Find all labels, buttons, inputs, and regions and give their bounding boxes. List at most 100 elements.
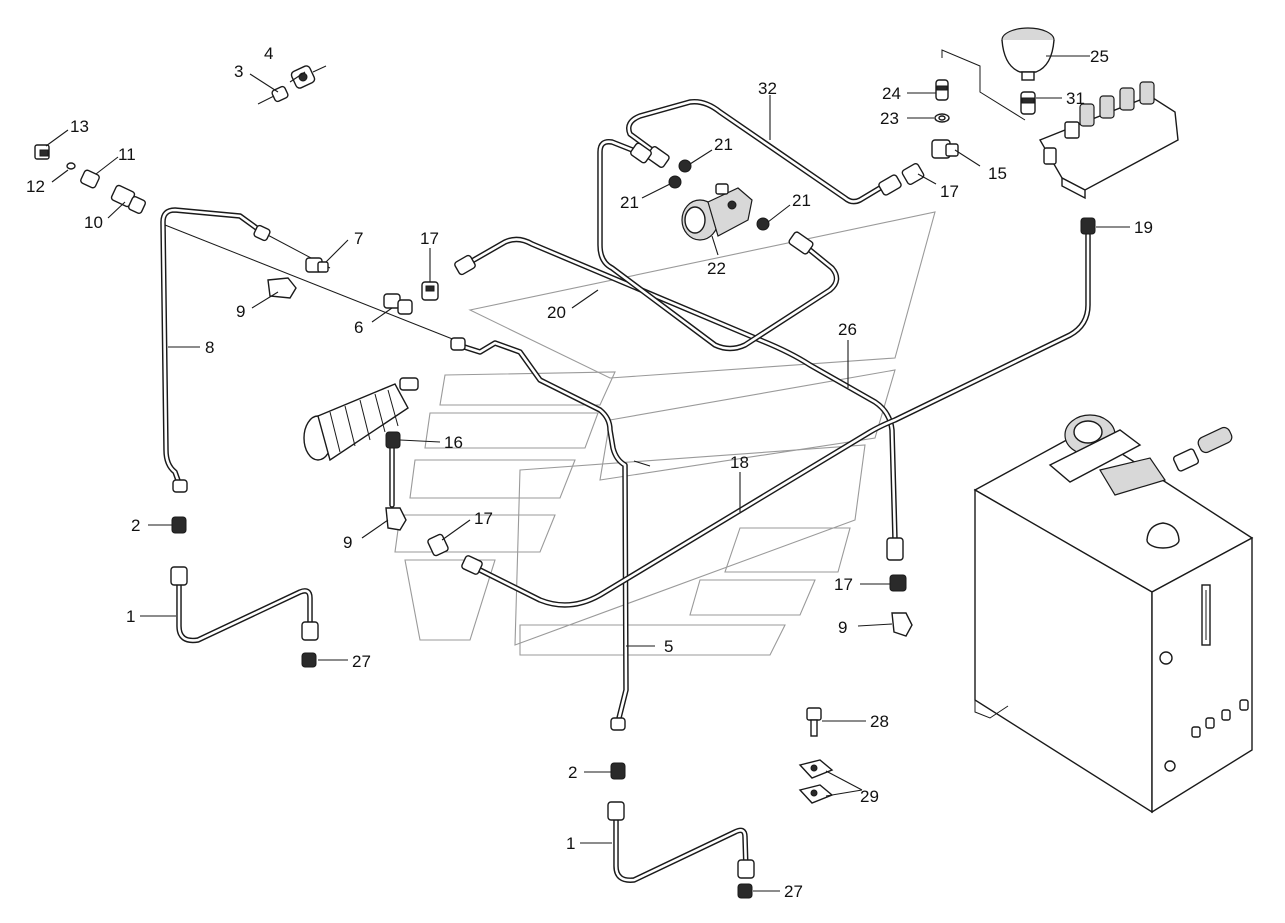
part-25-accumulator xyxy=(1001,27,1055,81)
line-5-marker xyxy=(633,460,651,467)
leader-15 xyxy=(954,149,981,167)
callout-21-b: 21 xyxy=(620,193,639,212)
line-5-nut-bottom xyxy=(610,717,626,731)
line-8-nut-top xyxy=(253,224,271,242)
callout-25: 25 xyxy=(1090,47,1109,66)
callout-1-left: 1 xyxy=(126,607,135,626)
part-29-clamp-bottom xyxy=(798,784,834,804)
part-22-valve xyxy=(681,183,753,241)
leader-17-mid xyxy=(441,519,471,541)
hose-1-left-bottom-end xyxy=(301,621,319,641)
leader-21-b xyxy=(641,183,671,199)
leader-20 xyxy=(571,289,599,309)
line-8-nut-bottom xyxy=(172,479,188,493)
part-12-seal-ring xyxy=(66,162,76,170)
leader-line-24-25 xyxy=(941,49,1026,121)
part-16-fitting xyxy=(385,431,401,449)
callout-5: 5 xyxy=(664,637,673,656)
filter-spring-element xyxy=(303,377,419,462)
hose-18-end-left xyxy=(461,555,483,575)
leader-22 xyxy=(711,235,719,256)
callout-labels: 1 1 2 2 3 4 5 6 7 8 9 9 9 10 11 12 13 15… xyxy=(26,44,1153,901)
part-10-fitting xyxy=(110,184,147,215)
hose-18 xyxy=(467,232,1091,608)
part-3-nut xyxy=(257,85,289,105)
valve-block xyxy=(1038,81,1179,200)
callout-7: 7 xyxy=(354,229,363,248)
hose-1-center xyxy=(613,807,749,883)
callout-32: 32 xyxy=(758,79,777,98)
part-4-union-nut xyxy=(290,65,327,89)
part-21-seal-b xyxy=(668,175,682,189)
part-19-fitting xyxy=(1080,217,1096,235)
leader-11 xyxy=(95,156,119,175)
callout-21-c: 21 xyxy=(792,191,811,210)
part-2-union-left xyxy=(171,516,187,534)
callout-16: 16 xyxy=(444,433,463,452)
part-17-fitting-right xyxy=(889,574,907,592)
line-8 xyxy=(160,207,265,489)
leader-6 xyxy=(371,307,393,323)
leader-9-top xyxy=(251,291,279,309)
callout-4: 4 xyxy=(264,44,273,63)
leader-10 xyxy=(107,201,126,219)
line-5 xyxy=(455,340,629,725)
leader-7 xyxy=(325,239,349,263)
part-17-fitting-upper-right xyxy=(901,162,925,186)
callout-8: 8 xyxy=(205,338,214,357)
hose-1-left xyxy=(176,572,313,644)
callout-9-right: 9 xyxy=(838,618,847,637)
part-23-seal-ring xyxy=(934,113,950,123)
leader-lines xyxy=(45,55,1130,892)
hose-1-center-top-end xyxy=(607,801,625,821)
pipe-lines xyxy=(160,98,1091,883)
callout-21-a: 21 xyxy=(714,135,733,154)
part-7-tee xyxy=(305,257,329,273)
part-31-fitting xyxy=(1020,91,1036,115)
hose-20-end-bottom xyxy=(886,537,904,561)
part-24-fitting xyxy=(935,79,949,101)
callout-9-top: 9 xyxy=(236,302,245,321)
callout-12: 12 xyxy=(26,177,45,196)
callout-9-mid: 9 xyxy=(343,533,352,552)
callout-6: 6 xyxy=(354,318,363,337)
callout-17-upper-right: 17 xyxy=(940,182,959,201)
callout-20: 20 xyxy=(547,303,566,322)
callout-22: 22 xyxy=(707,259,726,278)
leader-29-a xyxy=(825,770,863,791)
callout-26: 26 xyxy=(838,320,857,339)
part-9-elbow-top xyxy=(267,277,297,299)
part-27-plug-center xyxy=(737,883,753,899)
leader-12 xyxy=(51,169,69,183)
line-loop-22-valve-nut xyxy=(788,231,814,255)
leader-4 xyxy=(289,71,306,83)
part-9-elbow-mid xyxy=(385,507,407,531)
leader-13 xyxy=(45,129,69,147)
line-5-nut-top xyxy=(450,337,466,351)
hose-20-end-top xyxy=(454,254,476,276)
leader-16 xyxy=(399,439,441,443)
leader-9-right xyxy=(857,623,893,627)
callout-31: 31 xyxy=(1066,89,1085,108)
part-2-union-center xyxy=(610,762,626,780)
hydraulic-tank xyxy=(973,414,1254,814)
hose-1-left-top-end xyxy=(170,566,188,586)
leader-9-mid xyxy=(361,519,389,539)
part-21-seal-c xyxy=(756,217,770,231)
part-21-seal-a xyxy=(678,159,692,173)
callout-27-center: 27 xyxy=(784,882,803,901)
callout-17-top: 17 xyxy=(420,229,439,248)
callout-19: 19 xyxy=(1134,218,1153,237)
callout-2-left: 2 xyxy=(131,516,140,535)
part-17-fitting-top xyxy=(421,281,439,301)
line-32-end-right xyxy=(878,174,902,196)
callout-2-center: 2 xyxy=(568,763,577,782)
line-loop-22 xyxy=(597,138,840,352)
part-13-plug xyxy=(34,144,50,160)
fittings xyxy=(34,27,1254,899)
leader-21-a xyxy=(689,149,713,165)
leader-29-b xyxy=(825,789,863,797)
line-32 xyxy=(626,98,888,205)
callout-18: 18 xyxy=(730,453,749,472)
